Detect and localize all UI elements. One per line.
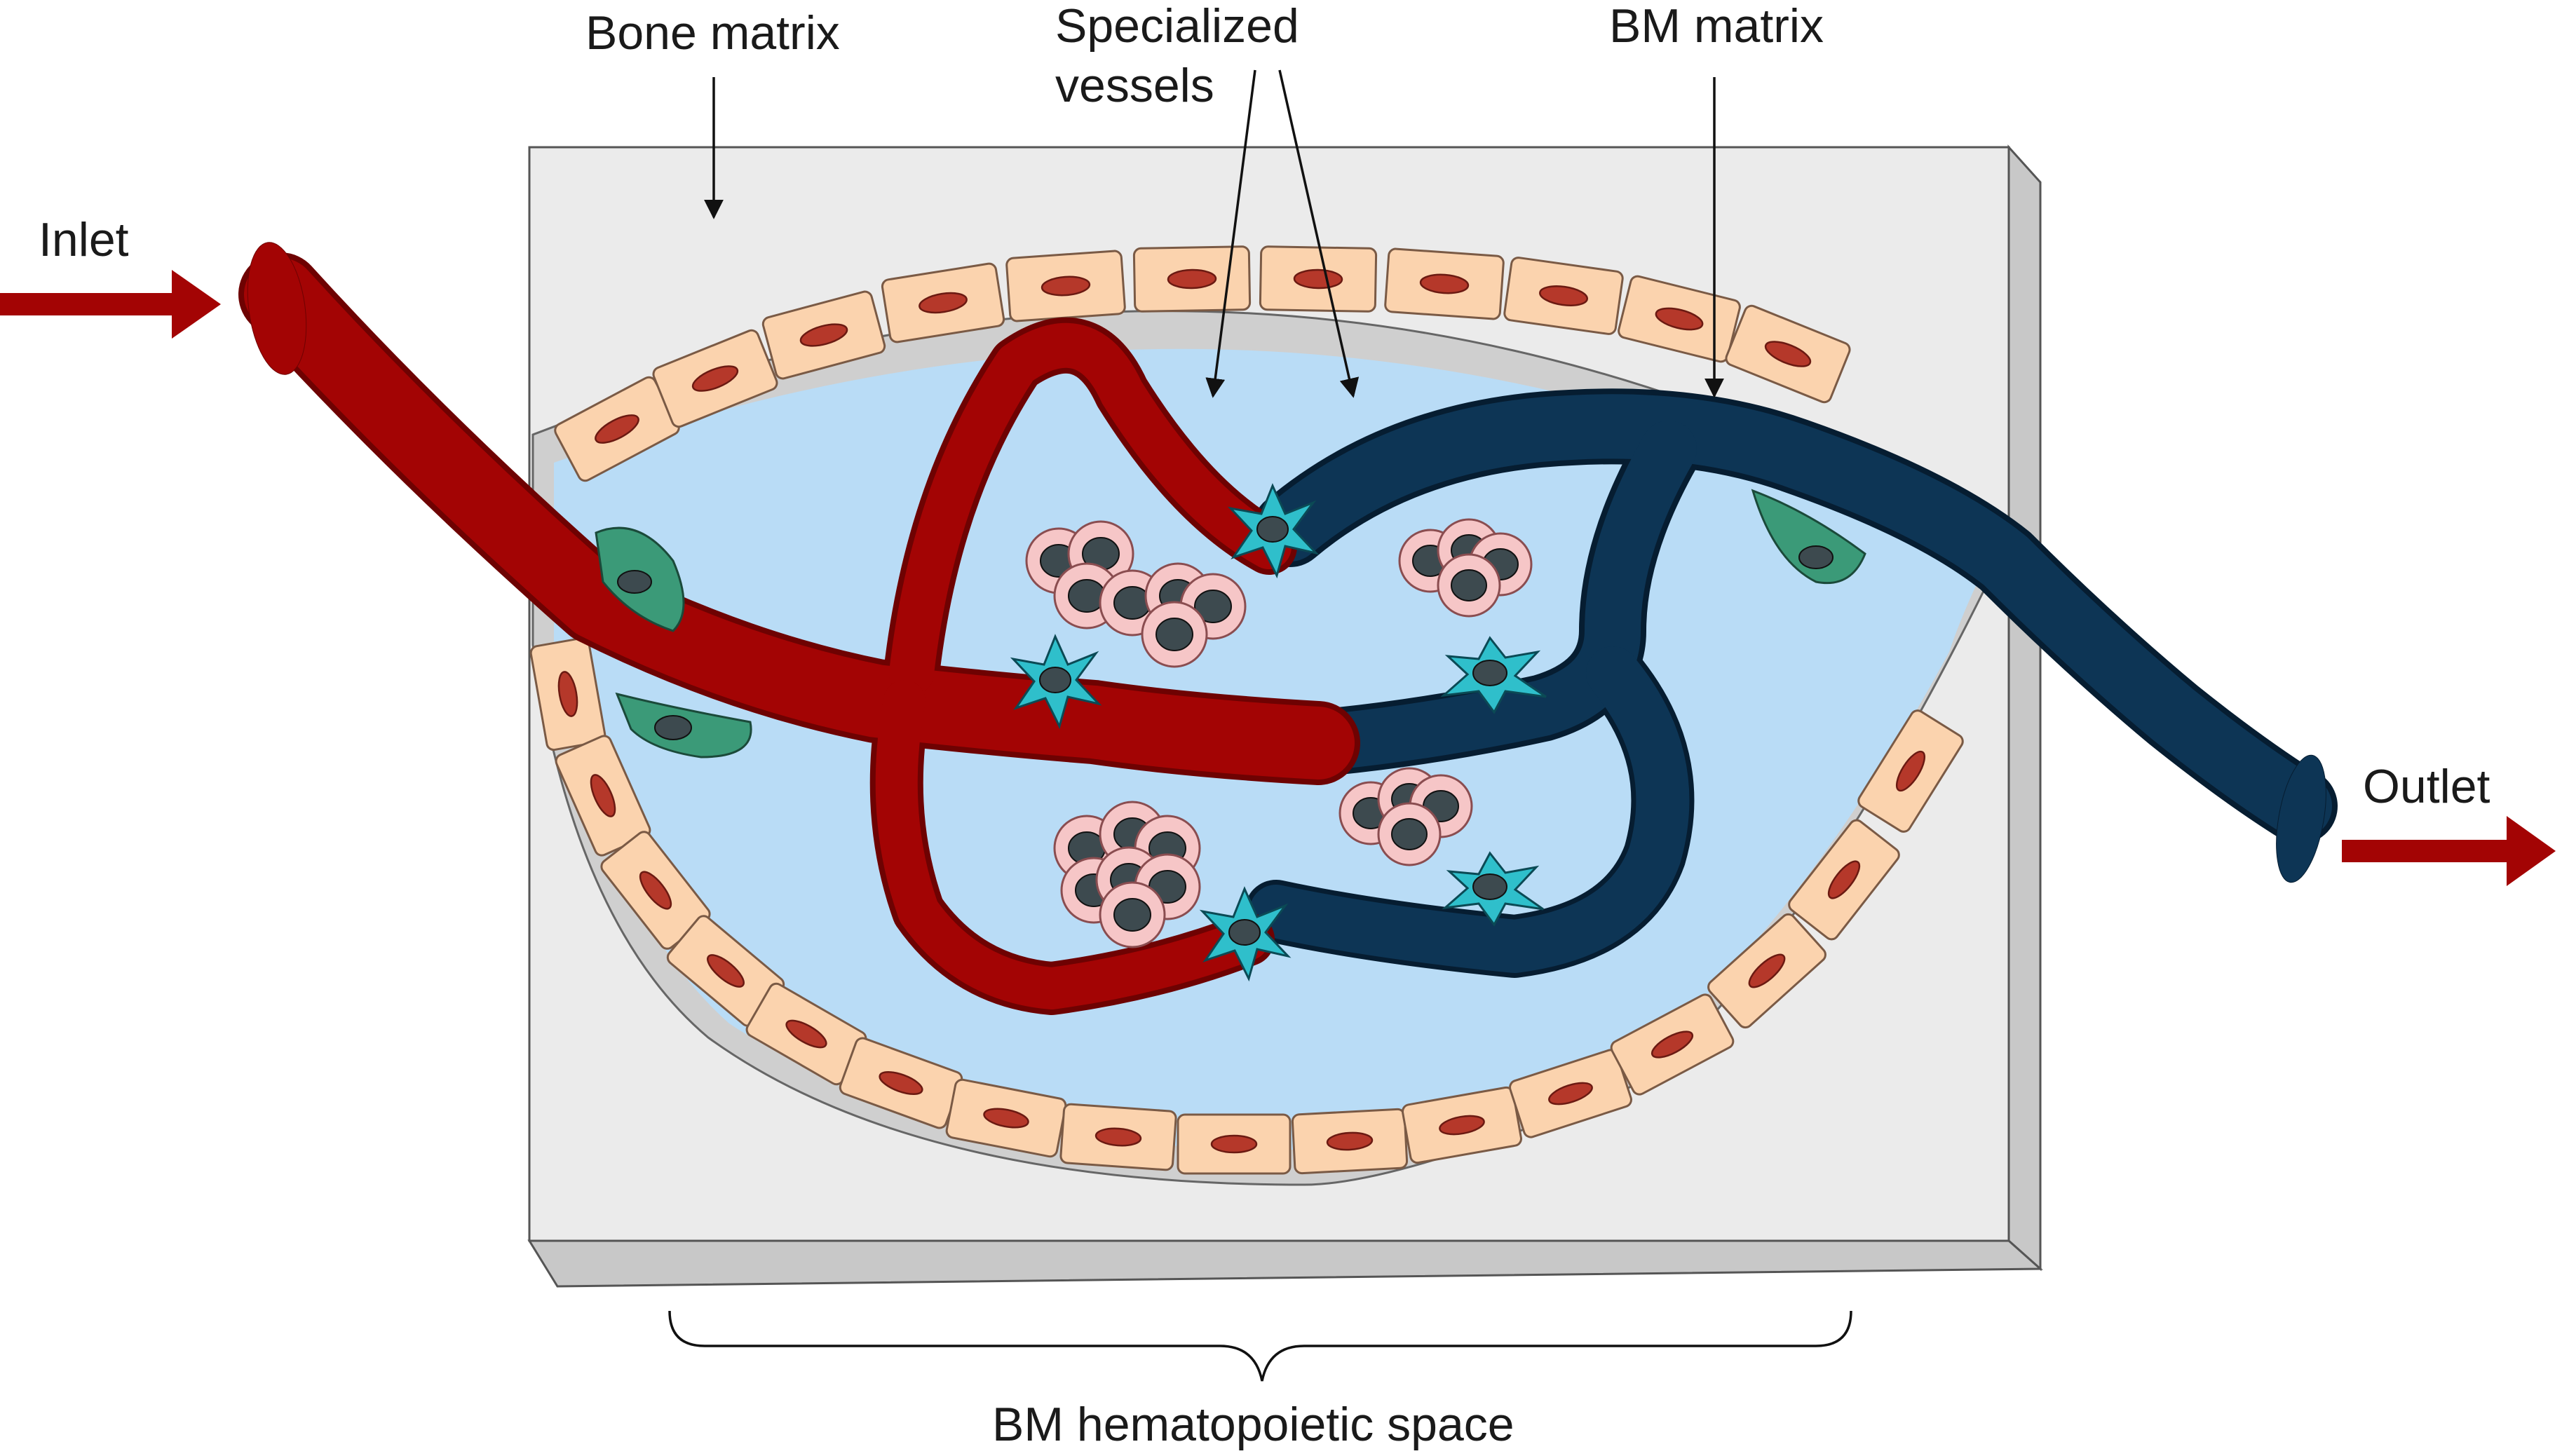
outlet-arrow	[2342, 816, 2556, 886]
arterial-vessel-network	[238, 242, 1360, 1015]
bm-matrix-label: BM matrix	[1609, 0, 1824, 53]
perivascular-nucleus-1	[617, 570, 652, 594]
perivascular-nucleus-2	[654, 715, 692, 740]
stromal-cell	[1440, 636, 1547, 714]
venous-outlet-end	[2276, 754, 2326, 883]
venous-lower-branch	[1249, 646, 1690, 973]
lining-cells-top	[554, 245, 1851, 482]
perivascular-cell-3	[1751, 489, 1866, 585]
specialized-vessels-pointer-1	[1205, 69, 1256, 398]
stromal-cell	[1227, 483, 1320, 579]
bone-matrix-label: Bone matrix	[585, 6, 840, 60]
perivascular-cells	[595, 489, 1866, 758]
stromal-cell	[1199, 886, 1292, 982]
hematopoietic-space-brace	[668, 1310, 1852, 1382]
stromal-cell	[1010, 634, 1102, 730]
bone-block-bottom	[527, 1239, 2043, 1288]
outlet-label: Outlet	[2363, 760, 2490, 813]
specialized-vessels-pointer-2	[1278, 69, 1360, 398]
hematopoietic-cluster	[1338, 767, 1473, 866]
bone-block-side	[2007, 144, 2042, 1272]
hematopoietic-cluster	[1025, 520, 1247, 668]
hematopoietic-cluster	[1053, 801, 1201, 948]
hematopoietic-cluster	[1398, 518, 1533, 618]
stromal-cells	[1010, 483, 1547, 982]
specialized-vessels-label-line1: Specialized	[1055, 0, 1299, 53]
inlet-arrow	[0, 270, 221, 339]
venous-main-vessel	[1258, 394, 2332, 838]
arterial-inlet-end	[247, 242, 307, 375]
arterial-lower-loop	[875, 680, 1269, 1009]
lining-cells-bottom	[529, 637, 1964, 1175]
hematopoietic-clusters	[1025, 518, 1533, 948]
arterial-upper-loop	[889, 322, 1292, 695]
stromal-cell	[1442, 851, 1544, 927]
specialized-vessels-label-line2: vessels	[1055, 59, 1214, 112]
inlet-label: Inlet	[39, 213, 129, 266]
arterial-main-vessel	[244, 258, 1355, 780]
perivascular-nucleus-3	[1798, 545, 1834, 569]
venous-vessel-network	[1245, 388, 2338, 978]
hematopoietic-space-label: BM hematopoietic space	[992, 1398, 1514, 1451]
